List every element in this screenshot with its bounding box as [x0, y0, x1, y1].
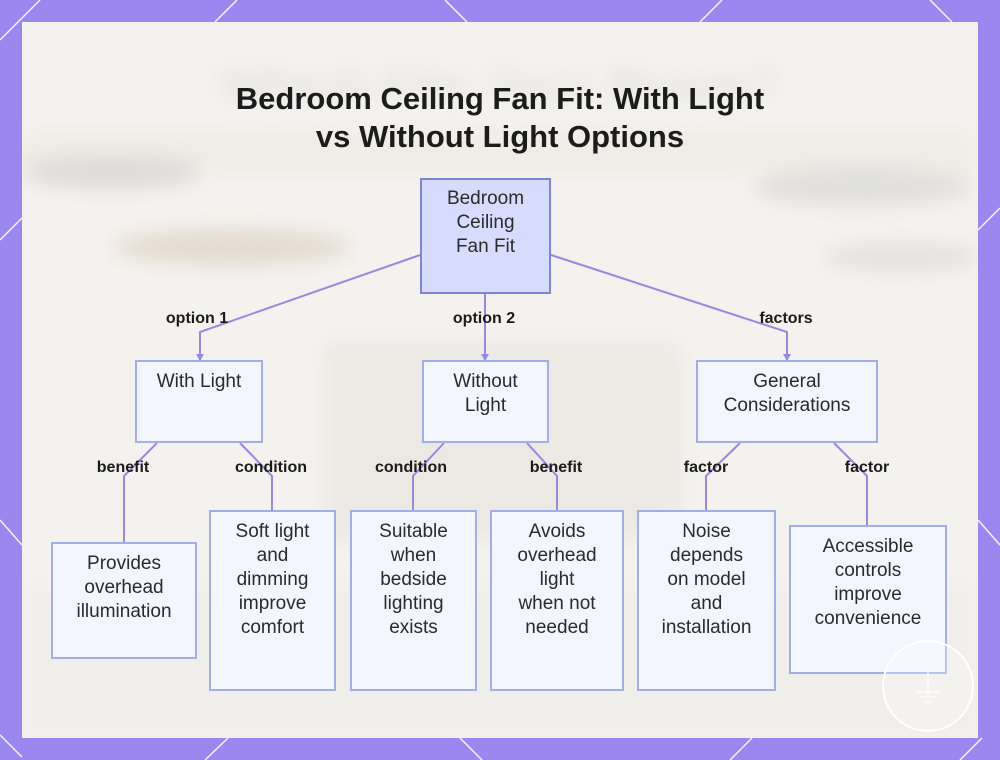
node-text-line: improve	[834, 584, 902, 605]
node-text-line: dimming	[236, 569, 309, 590]
node-text-line: Fan Fit	[455, 236, 516, 257]
node-text-line: Noise	[682, 521, 731, 542]
edge-root-with-light	[199, 254, 421, 360]
node-text-line: Considerations	[723, 395, 851, 416]
node-text-line: when	[390, 545, 437, 566]
diagram-title: Bedroom Ceiling Fan Fit: With Light vs W…	[22, 80, 978, 156]
node-provides-overhead-illumination: Provides overhead illumination	[51, 542, 197, 659]
edge-with-light-soft	[239, 442, 273, 510]
node-text-line: on model	[667, 569, 746, 590]
node-text-line: lighting	[383, 593, 444, 614]
node-text-line: light	[539, 569, 575, 590]
node-text-line: overhead	[517, 545, 597, 566]
edge-label-factor: factor	[683, 459, 729, 476]
node-avoids-overhead-light: Avoids overhead light when not needed	[490, 510, 624, 691]
diagram-panel: Which Fits Your Room? Bedroom Ceiling Fa…	[22, 22, 978, 738]
svg-text:Which Fits Your Room?: Which Fits Your Room?	[219, 57, 781, 113]
node-text-line: depends	[670, 545, 743, 566]
watermark-logo-icon	[916, 670, 940, 703]
node-text-line: illumination	[76, 601, 172, 622]
arrowhead	[783, 354, 791, 361]
node-text-line: Ceiling	[456, 212, 515, 233]
edge-without-light-suitable	[412, 442, 445, 510]
node-text-line: Provides	[87, 553, 161, 574]
edge-root-general	[550, 254, 788, 360]
edge-label-condition: condition	[375, 459, 447, 476]
edge-label-option-2: option 2	[452, 310, 516, 327]
node-suitable-when-bedside-lighting: Suitable when bedside lighting exists	[350, 510, 477, 691]
node-text-line: Soft light	[235, 521, 310, 542]
node-text-line: when not	[518, 593, 596, 614]
node-with-light: With Light	[135, 360, 263, 443]
node-text-line: Bedroom	[446, 188, 525, 209]
node-text-line: Suitable	[379, 521, 448, 542]
edge-label-benefit: benefit	[529, 459, 583, 476]
node-bedroom-ceiling-fan-fit: Bedroom Ceiling Fan Fit	[420, 178, 551, 294]
arrowhead	[196, 354, 204, 361]
arrowhead	[481, 354, 489, 361]
node-general-considerations: General Considerations	[696, 360, 878, 443]
title-line-1: Bedroom Ceiling Fan Fit: With Light	[235, 81, 765, 116]
node-text-line: overhead	[84, 577, 164, 598]
node-text-line: Accessible	[822, 536, 914, 557]
node-soft-light-dimming: Soft light and dimming improve comfort	[209, 510, 336, 691]
node-text-line: installation	[661, 617, 752, 638]
edge-label-option-1: option 1	[165, 310, 229, 327]
node-without-light: Without Light	[422, 360, 549, 443]
node-text-line: controls	[834, 560, 902, 581]
node-text-line: and	[690, 593, 723, 614]
node-text-line: comfort	[240, 617, 305, 638]
node-noise-depends: Noise depends on model and installation	[637, 510, 776, 691]
edge-with-light-provides	[123, 442, 158, 542]
edge-label-condition: condition	[235, 459, 307, 476]
node-text-line: and	[256, 545, 289, 566]
edge-without-light-avoids	[526, 442, 558, 510]
node-text-line: convenience	[814, 608, 922, 629]
node-text-line: With Light	[156, 371, 242, 392]
node-text-line: Light	[464, 395, 507, 416]
node-text-line: needed	[525, 617, 589, 638]
title-line-2: vs Without Light Options	[315, 119, 685, 154]
edge-lines	[123, 254, 868, 542]
edge-label-factors: factors	[759, 310, 813, 327]
node-text-line: improve	[238, 593, 307, 614]
node-text-line: General	[753, 371, 821, 392]
edge-general-noise	[705, 442, 741, 510]
watermark-badge	[882, 640, 974, 732]
node-text-line: Avoids	[528, 521, 586, 542]
node-text-line: exists	[389, 617, 438, 638]
node-text-line: Without	[453, 371, 518, 392]
edge-label-benefit: benefit	[96, 459, 150, 476]
node-text-line: bedside	[380, 569, 447, 590]
edge-general-accessible	[833, 442, 868, 525]
edge-label-factor: factor	[844, 459, 890, 476]
